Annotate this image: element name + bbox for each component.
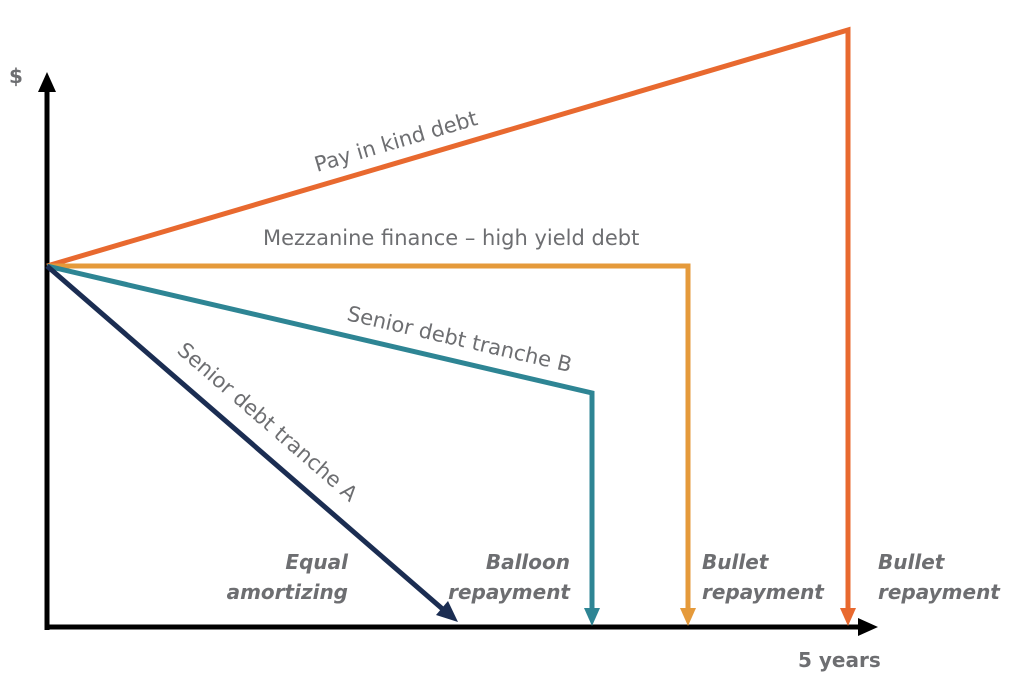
note-bullet-repayment-pik: Bullet repayment — [878, 550, 1001, 604]
line-mezzanine — [47, 263, 696, 626]
note-equal-amortizing: Equal amortizing — [227, 550, 350, 604]
note-balloon-repayment: Balloon repayment — [448, 550, 571, 604]
label-tranche-b: Senior debt tranche B — [345, 301, 574, 376]
svg-text:Balloon: Balloon — [486, 550, 570, 574]
label-mezzanine: Mezzanine finance – high yield debt — [263, 226, 639, 250]
arrow-diagonal-icon — [436, 601, 458, 622]
x-axis-arrow-icon — [858, 618, 878, 636]
x-axis-label: 5 years — [798, 648, 881, 672]
line-tranche-a — [45, 264, 458, 622]
arrow-down-icon — [584, 608, 600, 626]
svg-text:repayment: repayment — [702, 580, 825, 604]
y-axis-arrow-icon — [38, 72, 56, 92]
svg-text:Bullet: Bullet — [878, 550, 946, 574]
y-axis-label: $ — [9, 64, 23, 88]
arrow-down-icon — [840, 608, 856, 626]
y-axis — [38, 72, 56, 630]
svg-text:amortizing: amortizing — [227, 580, 348, 604]
x-axis — [45, 618, 878, 636]
note-bullet-repayment-mezzanine: Bullet repayment — [702, 550, 825, 604]
svg-text:repayment: repayment — [878, 580, 1001, 604]
svg-text:Equal: Equal — [285, 550, 349, 574]
line-pik — [46, 26, 856, 626]
arrow-down-icon — [680, 608, 696, 626]
label-tranche-a: Senior debt tranche A — [173, 338, 363, 507]
svg-text:repayment: repayment — [448, 580, 571, 604]
line-tranche-b — [46, 263, 600, 626]
svg-text:Bullet: Bullet — [702, 550, 770, 574]
label-pik: Pay in kind debt — [312, 106, 481, 177]
